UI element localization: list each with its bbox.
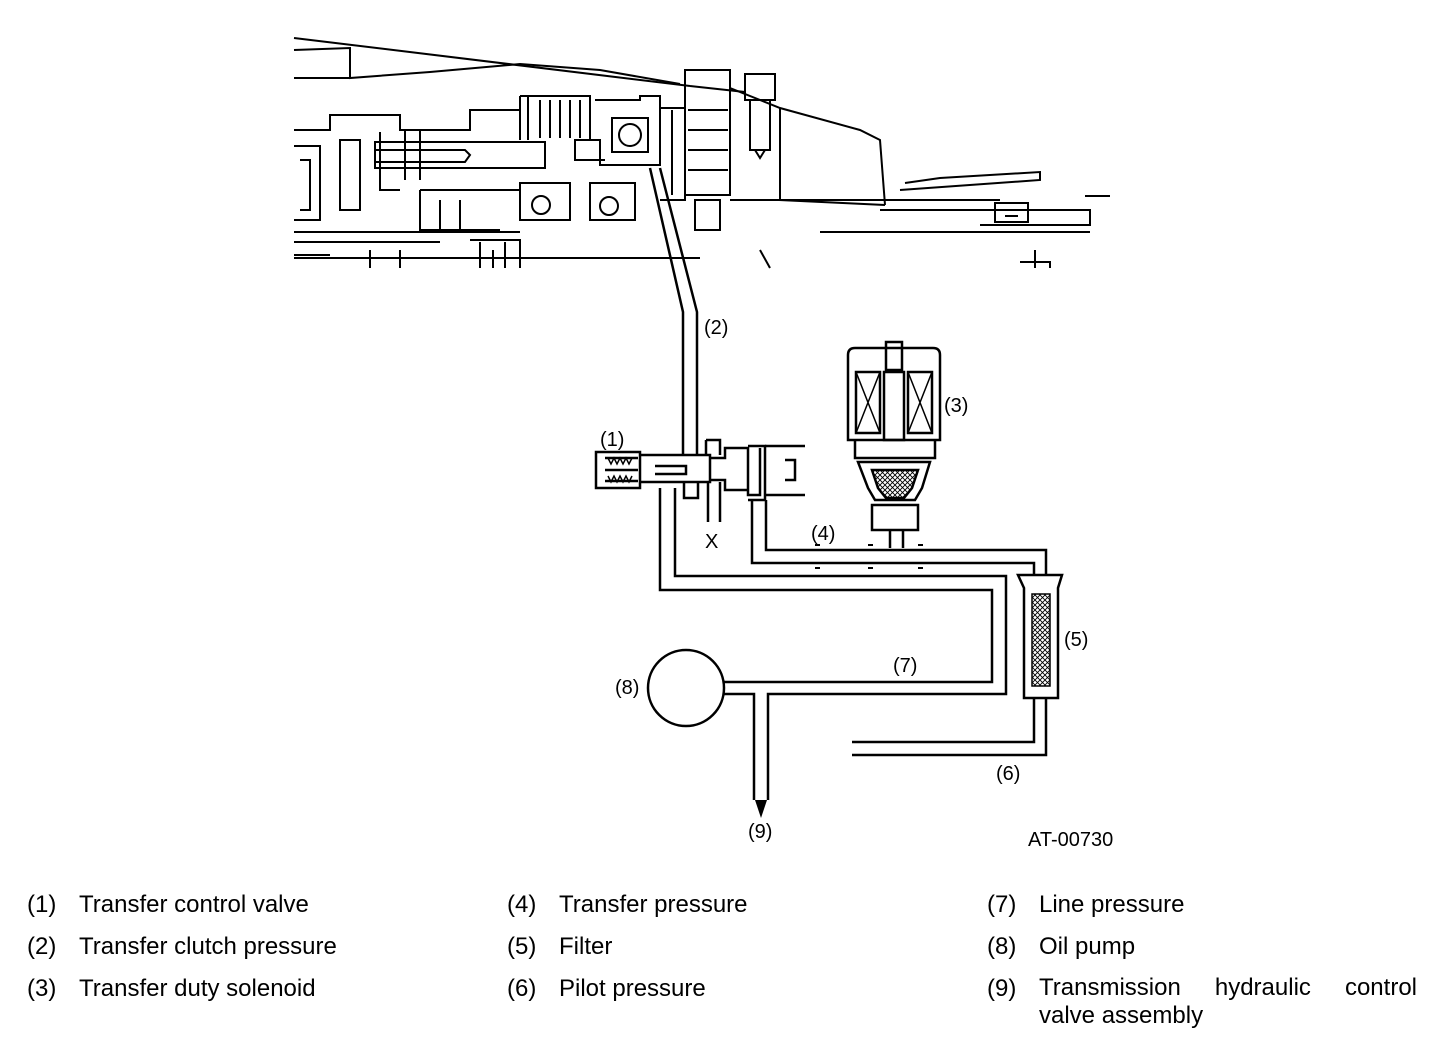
transfer-pressure-line [750,500,1048,575]
filter [852,573,1064,757]
legend-number: (7) [987,891,1017,918]
callout-4: (4) [811,523,835,545]
legend-label: Transfer pressure [559,891,748,918]
transfer-clutch-pressure-line [648,167,699,455]
legend-number: (2) [27,933,57,960]
callout-1: (1) [600,429,624,451]
hydraulic-circuit-diagram: (1) (2) (3) (4) (5) (6) (7) (8) (9) X AT… [293,37,1113,851]
callout-3: (3) [944,395,968,417]
legend-number: (3) [27,975,57,1002]
legend-label: Transfer control valve [79,891,309,918]
legend-number: (4) [507,891,537,918]
callout-9: (9) [748,821,772,843]
legend-number: (5) [507,933,537,960]
legend-label: Line pressure [1039,891,1185,918]
legend-label: Filter [559,933,613,960]
legend-number: (1) [27,891,57,918]
transfer-unit-cutaway [293,37,1110,269]
line-pressure-line [658,488,1008,800]
legend-label: Oil pump [1039,933,1136,960]
drain-arrow [755,800,767,818]
legend-number: (9) [987,975,1017,1002]
legend-number: (8) [987,933,1017,960]
transfer-control-valve [594,438,805,522]
callout-5: (5) [1064,629,1088,651]
callout-7: (7) [893,655,917,677]
legend-label: Transmission hydraulic control valve ass… [1039,974,1417,1029]
figure-code: AT-00730 [1028,829,1113,851]
legend-label: Transfer clutch pressure [79,933,337,960]
drain-label: X [705,531,718,553]
transfer-duty-solenoid [846,340,942,548]
legend: (1) Transfer control valve (2) Transfer … [0,890,1456,1050]
legend-label: Pilot pressure [559,975,706,1002]
legend-number: (6) [507,975,537,1002]
callout-6: (6) [996,763,1020,785]
oil-pump-symbol [646,648,726,728]
callout-2: (2) [704,317,728,339]
callout-8: (8) [615,677,639,699]
legend-label: Transfer duty solenoid [79,975,316,1002]
